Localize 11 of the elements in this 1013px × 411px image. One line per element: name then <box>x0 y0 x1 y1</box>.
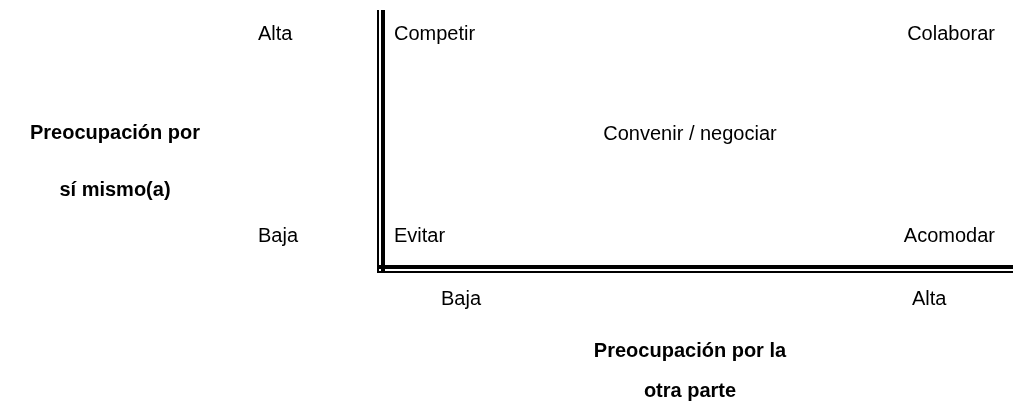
axis-value-label: Baja <box>441 286 482 310</box>
axis-title: Preocupación por la otra parte <box>592 338 788 403</box>
axis-value-label: Baja <box>258 223 299 247</box>
quadrant-label: Evitar <box>394 223 446 247</box>
axis-value-label: Alta <box>258 21 293 45</box>
quadrant-label: Colaborar <box>907 21 995 45</box>
axis-value-label: Alta <box>912 286 947 310</box>
quadrant-label: Acomodar <box>903 223 995 247</box>
quadrant-label: Convenir / negociar <box>602 121 778 145</box>
quadrant-label: Competir <box>394 21 476 45</box>
axis-title: Preocupación por sí mismo(a) <box>29 120 201 202</box>
